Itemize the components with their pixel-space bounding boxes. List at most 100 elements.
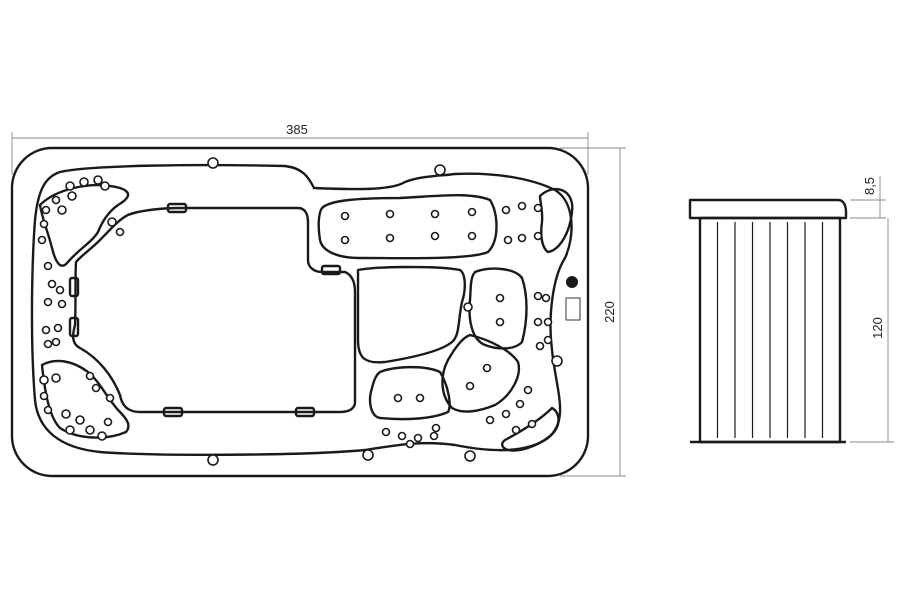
inner-basin <box>30 163 573 456</box>
jet-icon <box>51 195 61 205</box>
jet-icon <box>517 233 527 243</box>
jet-icon <box>67 191 77 201</box>
jet-icon <box>393 393 403 403</box>
spa-outer-shell <box>10 146 590 478</box>
fitting-icon <box>434 164 446 176</box>
length-dimension: 385 <box>11 122 589 175</box>
right-seat-upper <box>468 267 528 350</box>
jet-icon <box>43 297 53 307</box>
swim-handle-left-1 <box>68 276 80 298</box>
lower-bench <box>368 365 451 421</box>
jet-icon <box>79 177 89 187</box>
jet-icon <box>340 235 350 245</box>
length-label: 385 <box>286 122 308 137</box>
jet-icon <box>533 317 543 327</box>
swim-handle-mid <box>320 264 342 276</box>
jet-icon <box>503 235 513 245</box>
jet-icon <box>107 217 117 227</box>
jet-icon <box>55 285 65 295</box>
jet-icon <box>533 203 543 213</box>
jet-icon <box>517 201 527 211</box>
jet-icon <box>523 385 533 395</box>
jet-icon <box>53 323 63 333</box>
control-button <box>566 276 578 288</box>
jet-icon <box>75 415 85 425</box>
jet-icon <box>467 207 477 217</box>
jet-icon <box>501 409 511 419</box>
jet-icon <box>495 293 505 303</box>
jet-icon <box>465 381 475 391</box>
jet-icon <box>533 231 543 241</box>
left-upper-lounger <box>38 184 130 267</box>
top-view: 385 220 <box>10 122 626 478</box>
width-dimension: 220 <box>560 147 626 477</box>
fitting-icon <box>207 454 219 466</box>
fitting-icon <box>463 302 473 312</box>
jet-icon <box>527 419 537 429</box>
jet-icon <box>430 209 440 219</box>
jet-icon <box>61 409 71 419</box>
jet-icon <box>495 317 505 327</box>
jet-icon <box>535 341 545 351</box>
jet-icon <box>413 433 423 443</box>
jet-icon <box>93 175 103 185</box>
jet-icon <box>51 373 61 383</box>
right-headrest-upper <box>538 187 574 254</box>
jet-icon <box>515 399 525 409</box>
right-seat-lower <box>441 333 521 413</box>
jet-icon <box>430 231 440 241</box>
jet-icon <box>47 279 57 289</box>
jet-icon <box>340 211 350 221</box>
center-footwell <box>356 265 466 364</box>
fitting-icon <box>464 450 476 462</box>
jet-icon <box>103 417 113 427</box>
jet-icon <box>65 425 75 435</box>
jet-icon <box>431 423 441 433</box>
jet-icon <box>43 261 53 271</box>
jet-icon <box>397 431 407 441</box>
left-lower-lounger <box>40 359 130 439</box>
jet-icon <box>485 415 495 425</box>
jet-icon <box>429 431 439 441</box>
width-label: 220 <box>602 301 617 323</box>
jet-icon <box>415 393 425 403</box>
jet-icon <box>85 425 95 435</box>
jet-icon <box>37 235 47 245</box>
jet-icon <box>57 205 67 215</box>
cabinet-panels <box>716 222 824 438</box>
jet-icon <box>467 231 477 241</box>
jet-icon <box>105 393 115 403</box>
fitting-icon <box>551 355 563 367</box>
jet-icon <box>543 335 553 345</box>
jet-icon <box>85 371 95 381</box>
massage-jets <box>37 175 553 449</box>
jet-icon <box>39 219 49 229</box>
swim-handle-left-2 <box>68 316 80 338</box>
jet-icon <box>385 209 395 219</box>
jet-icon <box>543 317 553 327</box>
filter-fittings <box>207 157 563 466</box>
jet-icon <box>39 391 49 401</box>
jet-icon <box>405 439 415 449</box>
jet-icon <box>41 325 51 335</box>
jet-icon <box>43 339 53 349</box>
jet-icon <box>57 299 67 309</box>
jet-icon <box>385 233 395 243</box>
jet-icon <box>482 363 492 373</box>
side-view: 8,5 120 <box>688 176 894 444</box>
jet-icon <box>39 375 49 385</box>
jet-icon <box>501 205 511 215</box>
jet-icon <box>115 227 125 237</box>
swim-zone-outline <box>71 206 357 414</box>
jet-icon <box>65 181 75 191</box>
fitting-icon <box>362 449 374 461</box>
jet-icon <box>533 291 543 301</box>
jet-icon <box>511 425 521 435</box>
fitting-icon <box>207 157 219 169</box>
jet-icon <box>51 337 61 347</box>
height-dimension: 120 <box>850 218 894 443</box>
jet-icon <box>91 383 101 393</box>
swim-handle-bottom-right <box>294 406 316 418</box>
spa-rim <box>688 198 848 220</box>
